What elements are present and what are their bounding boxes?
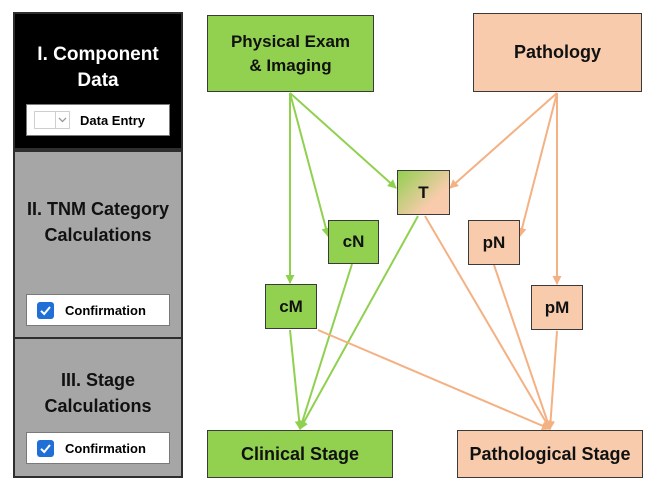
node-label: Pathological Stage [469,443,631,464]
sidebar: I. Component Data Data Entry II. TNM Cat… [13,12,183,478]
checkbox-checked-icon[interactable] [37,439,54,457]
edge-physical-to-t [289,92,397,189]
node-label: pM [544,297,570,317]
node-physical-exam-imaging: Physical Exam & Imaging [207,15,374,92]
panel-title: II. TNM Category Calculations [26,199,169,245]
edge-physical-to-cn [289,92,331,237]
edge-t-to-patho-stage [424,215,551,430]
edge-cm-to-patho-stage [317,329,551,430]
widget-label: Data Entry [80,112,146,128]
edge-t-to-clinical [299,215,419,430]
confirmation-checkbox[interactable]: Confirmation [26,432,170,464]
panel-title: III. Stage Calculations [44,370,152,416]
node-clinical-stage: Clinical Stage [207,430,393,478]
edge-pm-to-patho-stage [546,330,558,430]
data-entry-dropdown[interactable]: Data Entry [26,104,170,136]
widget-label: Confirmation [65,302,146,318]
panel-stage-calculations: III. Stage Calculations Confirmation [13,337,183,478]
edge-cm-to-clinical [289,329,304,430]
node-pm: pM [531,285,583,330]
node-label: Pathology [513,42,601,62]
node-label: Clinical Stage [240,443,360,464]
chevron-down-icon[interactable] [55,112,69,128]
node-pathology: Pathology [473,13,642,92]
node-label: T [418,182,429,202]
panel-tnm-category-calculations: II. TNM Category Calculations Confirmati… [13,150,183,339]
dropdown-control[interactable] [34,111,70,129]
node-cm: cM [265,284,317,329]
node-label: pN [482,232,506,252]
node-t: T [397,170,450,215]
node-pn: pN [468,220,520,265]
edge-pathology-to-pn [517,92,558,237]
node-pathological-stage: Pathological Stage [457,430,643,478]
edge-cn-to-clinical [298,263,353,430]
widget-label: Confirmation [65,440,146,456]
panel-component-data: I. Component Data Data Entry [13,12,183,150]
node-cn: cN [328,220,379,264]
node-label: Physical Exam & Imaging [230,31,351,75]
edge-pathology-to-t [449,92,558,189]
panel-title: I. Component Data [37,44,159,91]
node-label: cM [279,296,303,316]
confirmation-checkbox[interactable]: Confirmation [26,294,170,326]
node-label: cN [342,232,365,251]
edge-pn-to-patho-stage [493,264,552,430]
checkbox-checked-icon[interactable] [37,301,54,319]
